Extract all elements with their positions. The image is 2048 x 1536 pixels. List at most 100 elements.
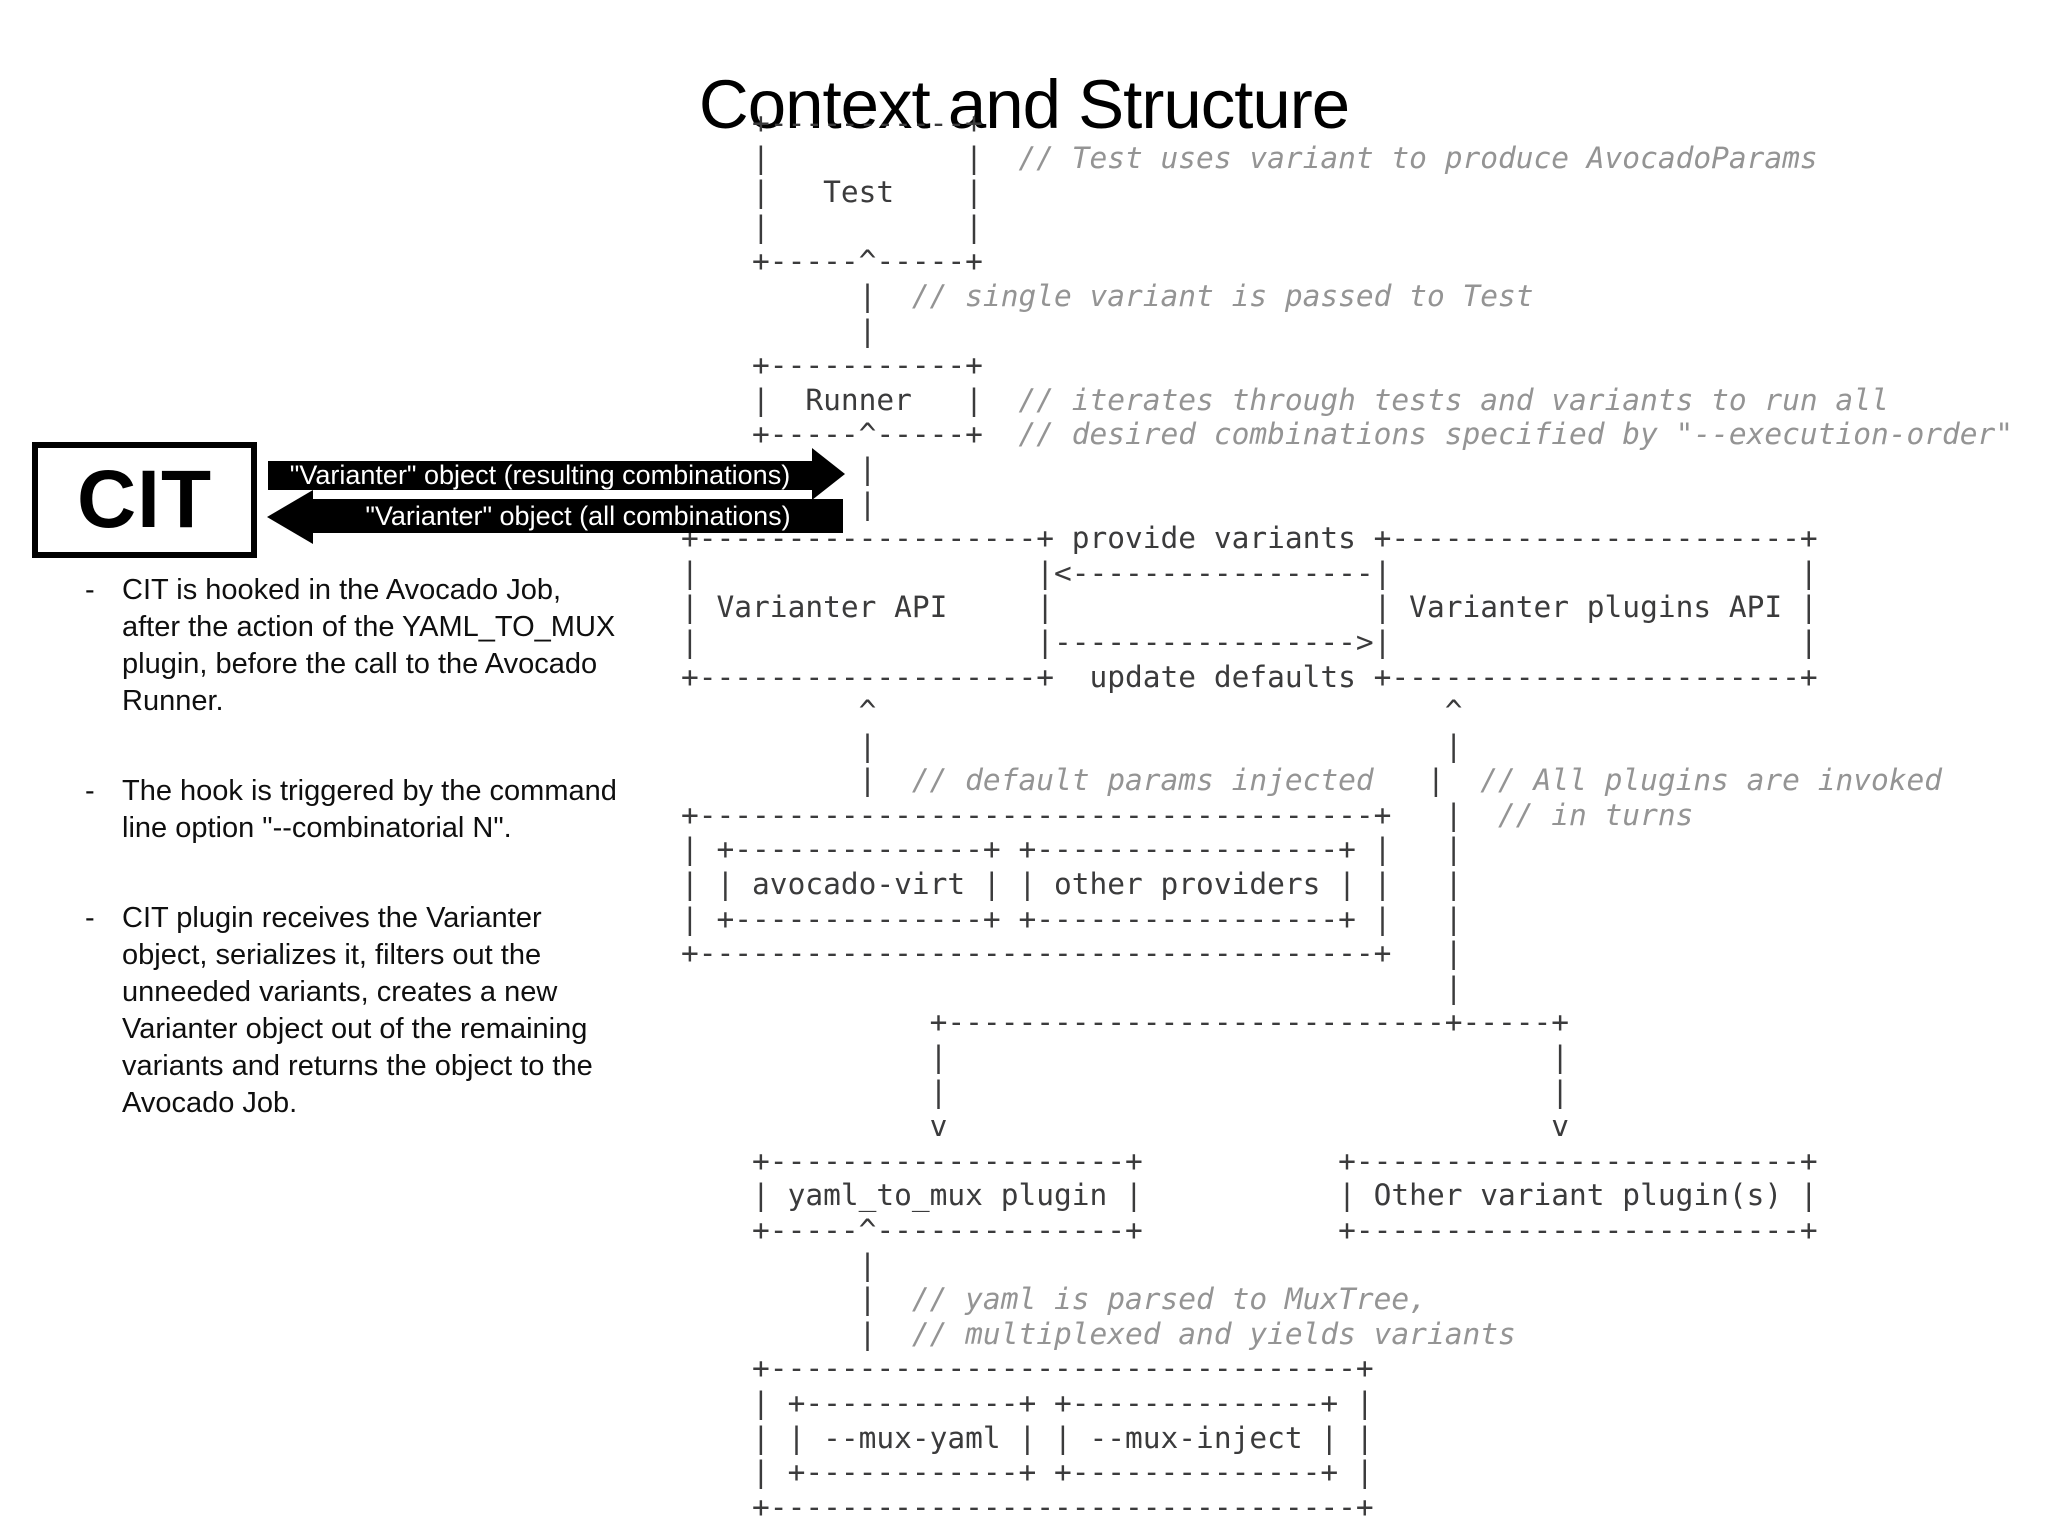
diagram-comment: // multiplexed and yields variants — [911, 1316, 1516, 1351]
diagram-line: v v — [681, 1109, 2013, 1144]
diagram-line: ^ ^ — [681, 694, 2013, 729]
cit-box: CIT — [32, 442, 257, 558]
diagram-ink: +-----^-----+ — [681, 417, 1019, 452]
diagram-ink: | | avocado-virt | | other providers | |… — [681, 867, 1463, 902]
diagram-line: +-------------------+ update defaults +-… — [681, 660, 2013, 695]
diagram-comment: // default params injected — [911, 763, 1374, 798]
diagram-ink: | — [681, 278, 912, 313]
diagram-comment: // All plugins are invoked — [1480, 763, 1943, 798]
arrow-left-bar: "Varianter" object (all combinations) — [313, 499, 843, 533]
arrow-left-label: "Varianter" object (all combinations) — [365, 500, 791, 531]
diagram-ink: +----------------------------+-----+ — [681, 1005, 1570, 1040]
diagram-line: +----------------------------+-----+ — [681, 1005, 2013, 1040]
bullet-dash: - — [85, 574, 95, 606]
note-text: CIT plugin receives the Varianter object… — [122, 902, 593, 1119]
cit-label: CIT — [76, 454, 213, 545]
diagram-line: | // default params injected | // All pl… — [681, 763, 2013, 798]
diagram-line: | | avocado-virt | | other providers | |… — [681, 867, 2013, 902]
arrow-right-head-icon — [812, 448, 845, 500]
ascii-architecture-diagram: +-----------+ | | // Test uses variant t… — [681, 106, 2013, 1524]
diagram-ink: | +------------+ +--------------+ | — [681, 1385, 1374, 1420]
diagram-comment: // yaml is parsed to MuxTree, — [911, 1282, 1427, 1317]
diagram-line: | — [681, 971, 2013, 1006]
diagram-ink: | — [681, 763, 912, 798]
diagram-line: | yaml_to_mux plugin | | Other variant p… — [681, 1178, 2013, 1213]
diagram-line: | |<-----------------| | — [681, 556, 2013, 591]
diagram-line: | | — [681, 1075, 2013, 1110]
diagram-line: +-----------+ — [681, 348, 2013, 383]
diagram-line: | — [681, 452, 2013, 487]
diagram-line: +-----^-----+ — [681, 244, 2013, 279]
diagram-ink: +-------------------+ update defaults +-… — [681, 659, 1818, 694]
diagram-ink: | — [858, 486, 877, 521]
diagram-ink: v v — [681, 1109, 1570, 1144]
diagram-line: | |----------------->| | — [681, 625, 2013, 660]
diagram-ink: | | — [681, 209, 983, 244]
diagram-line: | | --mux-yaml | | --mux-inject | | — [681, 1421, 2013, 1456]
arrow-left-head-icon — [267, 490, 313, 544]
diagram-line: +---------------------------------+ — [681, 1490, 2013, 1525]
diagram-ink: | | — [681, 1074, 1570, 1109]
diagram-ink: +-----^--------------+ +----------------… — [681, 1213, 1818, 1247]
diagram-line: | +------------+ +--------------+ | — [681, 1386, 2013, 1421]
slide-title: Context and Structure — [698, 66, 1350, 144]
diagram-ink: +---------------------------------+ — [681, 1489, 1374, 1524]
diagram-line: | +--------------+ +-----------------+ |… — [681, 832, 2013, 867]
diagram-ink: | — [681, 1316, 912, 1351]
diagram-comment: // Test uses variant to produce AvocadoP… — [1018, 140, 1818, 175]
diagram-ink: ^ ^ — [681, 694, 1463, 729]
diagram-line: | // single variant is passed to Test — [681, 279, 2013, 314]
note-text: The hook is triggered by the command lin… — [122, 775, 617, 844]
arrow-right-bar: "Varianter" object (resulting combinatio… — [268, 460, 812, 490]
note-item: - The hook is triggered by the command l… — [85, 773, 625, 847]
diagram-ink: | | — [681, 1040, 1570, 1075]
diagram-line: +--------------------+ +----------------… — [681, 1144, 2013, 1179]
diagram-ink: +--------------------------------------+… — [681, 936, 1463, 971]
note-text: CIT is hooked in the Avocado Job, after … — [122, 574, 616, 717]
diagram-line: | | — [681, 210, 2013, 245]
note-item: - CIT plugin receives the Varianter obje… — [85, 900, 625, 1122]
diagram-ink: | Test | — [681, 175, 983, 210]
diagram-line: | | — [681, 729, 2013, 764]
diagram-line: | | — [681, 1040, 2013, 1075]
diagram-ink: +---------------------------------+ — [681, 1351, 1374, 1386]
diagram-ink: | — [681, 970, 1463, 1005]
diagram-line: +---------------------------------+ — [681, 1351, 2013, 1386]
arrow-right-label: "Varianter" object (resulting combinatio… — [289, 460, 791, 490]
diagram-comment: // iterates through tests and variants t… — [1018, 382, 1889, 417]
bullet-dash: - — [85, 775, 95, 807]
diagram-line: | // yaml is parsed to MuxTree, — [681, 1282, 2013, 1317]
diagram-line: | +--------------+ +-----------------+ |… — [681, 902, 2013, 937]
note-item: - CIT is hooked in the Avocado Job, afte… — [85, 572, 625, 720]
diagram-line: +-----------+ — [681, 106, 2013, 141]
diagram-ink: +-----^-----+ — [681, 244, 983, 279]
diagram-comment: // in turns — [1497, 797, 1694, 832]
diagram-ink: | — [681, 1282, 912, 1317]
diagram-ink: | | — [681, 728, 1463, 763]
diagram-ink: | | — [681, 140, 1019, 175]
diagram-ink: | | --mux-yaml | | --mux-inject | | — [681, 1420, 1374, 1455]
diagram-line: | // multiplexed and yields variants — [681, 1317, 2013, 1352]
diagram-ink: | yaml_to_mux plugin | | Other variant p… — [681, 1178, 1818, 1213]
diagram-ink: +-----------+ — [681, 348, 983, 383]
diagram-line: +--------------------------------------+… — [681, 798, 2013, 833]
diagram-line: | Test | — [681, 175, 2013, 210]
diagram-ink: | +--------------+ +-----------------+ |… — [681, 901, 1463, 936]
diagram-ink: | +--------------+ +-----------------+ |… — [681, 832, 1463, 867]
diagram-ink: | +------------+ +--------------+ | — [681, 1455, 1374, 1490]
diagram-ink: | — [681, 1247, 877, 1282]
diagram-ink: | Varianter API | | Varianter plugins AP… — [681, 590, 1818, 625]
diagram-line: +-------------------+ provide variants +… — [681, 521, 2013, 556]
diagram-ink: +--------------------------------------+… — [681, 797, 1498, 832]
diagram-ink: | |<-----------------| | — [681, 555, 1818, 590]
diagram-line: | — [681, 1248, 2013, 1283]
diagram-comment: // desired combinations specified by "--… — [1018, 417, 2014, 452]
diagram-line: | — [681, 314, 2013, 349]
diagram-line: +-----^--------------+ +----------------… — [681, 1213, 2013, 1248]
diagram-line: | +------------+ +--------------+ | — [681, 1455, 2013, 1490]
diagram-line: +-----^-----+ // desired combinations sp… — [681, 417, 2013, 452]
diagram-line: +--------------------------------------+… — [681, 936, 2013, 971]
diagram-line: | Varianter API | | Varianter plugins AP… — [681, 590, 2013, 625]
diagram-line: | | // Test uses variant to produce Avoc… — [681, 141, 2013, 176]
